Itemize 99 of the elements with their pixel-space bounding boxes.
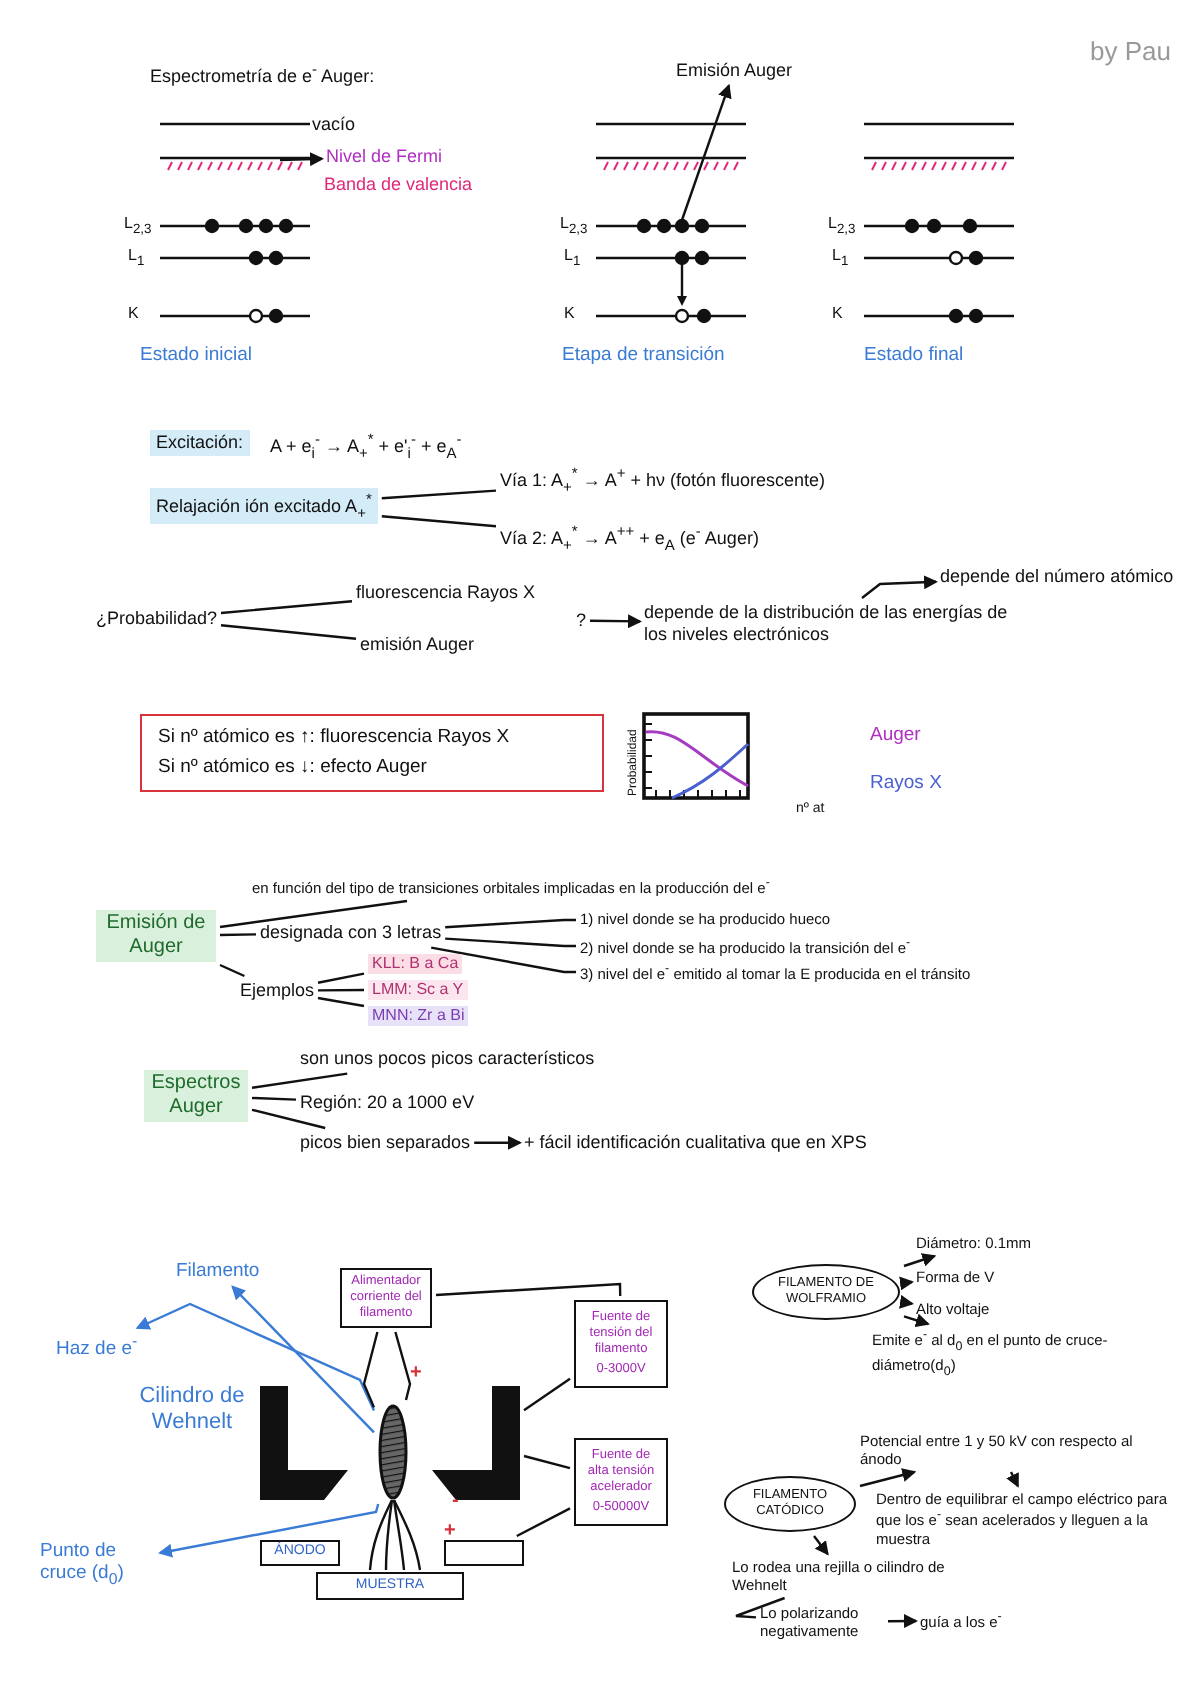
connector-line <box>523 1377 571 1412</box>
connector-line <box>362 1331 379 1408</box>
box-label: Si nº atómico es ↑: fluorescencia Rayos X <box>158 726 512 749</box>
filament-coil <box>378 1404 408 1500</box>
connector-line <box>251 1072 348 1089</box>
wehnelt-block <box>260 1386 348 1500</box>
arrow <box>859 1468 917 1488</box>
connector-line <box>381 489 497 500</box>
connector-line <box>318 988 364 992</box>
connector-line <box>317 996 365 1008</box>
connector-line <box>219 963 245 978</box>
legend-text: Rayos X <box>870 772 942 795</box>
level-label: K <box>564 304 575 324</box>
box-label: Si nº atómico es ↓: efecto Auger <box>158 756 429 780</box>
branch-text: Región: 20 a 1000 eV <box>300 1092 475 1114</box>
arrow <box>903 1253 937 1268</box>
connector-line <box>251 1096 297 1101</box>
callout-text: Cilindro de Wehnelt <box>137 1384 247 1437</box>
level-label: L$_{2,3}$ <box>828 214 856 240</box>
connector-line <box>219 899 408 929</box>
connector-line <box>516 1507 571 1538</box>
anode-plate <box>260 1540 340 1566</box>
level-label: Banda de valencia <box>324 174 473 196</box>
topic-ellipse <box>724 1476 856 1532</box>
highlighted-text: Excitación: <box>150 430 250 456</box>
highlighted-text: Espectros Auger <box>144 1070 248 1122</box>
arrow <box>135 1302 376 1412</box>
legend-text: Auger <box>870 724 921 747</box>
arrow <box>899 1294 914 1309</box>
power-supply-box <box>574 1438 668 1526</box>
connector-line <box>220 624 357 640</box>
branch-text: son unos pocos picos característicos <box>300 1048 595 1070</box>
power-supply-box <box>574 1300 668 1388</box>
callout-text: Haz de e$^{-}$ <box>56 1332 138 1362</box>
arrow <box>590 614 642 629</box>
branch-text: depende de la distribución de las energías de los niveles electrónicos <box>644 602 1014 646</box>
polarity-sign: + <box>410 1362 422 1386</box>
arrow <box>813 1535 829 1556</box>
arrow <box>861 575 938 599</box>
branch-text: emisión Auger <box>360 634 475 656</box>
annotation-text: Emisión Auger <box>676 60 793 82</box>
anode-plate <box>444 1540 524 1566</box>
arrow <box>231 1285 375 1434</box>
arrow <box>279 152 324 167</box>
note-box <box>140 714 604 792</box>
highlighted-text: LMM: Sc a Y <box>368 980 468 1000</box>
branch-text: ¿Probabilidad? <box>96 608 218 630</box>
connector-line <box>220 600 353 615</box>
connector-line <box>445 918 576 929</box>
branch-text: depende del número atómico <box>940 566 1174 588</box>
branch-text: Vía 1: A$_{+}$$^{*}$ → A$^{+}$ + hν (fotón fluorescente) <box>500 464 826 496</box>
highlighted-text: MNN: Zr a Bi <box>368 1006 469 1026</box>
callout-text: Filamento <box>176 1260 260 1283</box>
topic-ellipse <box>752 1264 900 1320</box>
connector-line <box>523 1454 571 1470</box>
level-label: L$_{1}$ <box>564 246 581 272</box>
branch-text: Ejemplos <box>240 980 315 1002</box>
connector-line <box>317 972 365 984</box>
branch-text: designada con 3 letras <box>260 922 442 944</box>
caption-text: Etapa de transición <box>562 344 725 367</box>
level-label: L$_{2,3}$ <box>560 214 588 240</box>
question-mark-text: ? <box>576 610 587 632</box>
level-label: vacío <box>312 114 356 136</box>
caption-text: Estado inicial <box>140 344 252 367</box>
polarity-sign: - <box>452 1490 459 1514</box>
branch-text: Vía 2: A$_{+}$$^{*}$ → A$^{++}$ + e$_{A}$ (e$^{-}$ Auger) <box>500 522 759 554</box>
branch-text: fluorescencia Rayos X <box>356 582 536 604</box>
connector-line <box>219 933 257 937</box>
branch-text: picos bien separados <box>300 1132 471 1154</box>
connector-line <box>445 937 576 948</box>
level-label: K <box>832 304 843 324</box>
arrow <box>903 1313 930 1328</box>
connector-line <box>251 1108 326 1130</box>
connector-line <box>381 515 497 528</box>
polarity-sign: + <box>444 1520 456 1544</box>
connector-line <box>431 946 576 974</box>
arrow <box>1006 1471 1019 1488</box>
arrow <box>680 83 732 221</box>
highlighted-text: Emisión de Auger <box>96 910 216 962</box>
connector-line <box>734 1596 785 1619</box>
arrow <box>888 1614 918 1629</box>
wehnelt-block <box>432 1386 520 1500</box>
arrow <box>899 1276 914 1291</box>
annotation-text: Nivel de Fermi <box>326 146 443 168</box>
caption-text: Estado final <box>864 344 964 367</box>
title-text: Espectrometría de e$^{-}$ Auger: <box>150 60 375 88</box>
arrow <box>158 1503 380 1558</box>
branch-text: + fácil identificación cualitativa que en XPS <box>524 1132 867 1154</box>
connector-line <box>435 1282 622 1297</box>
callout-text: Punto de cruce (d$_{0}$) <box>40 1540 156 1590</box>
connector-line <box>394 1331 412 1401</box>
level-label: K <box>128 304 139 324</box>
signature-text: by Pau <box>1090 36 1171 68</box>
level-label: L$_{1}$ <box>832 246 849 272</box>
highlighted-text: KLL: B a Ca <box>368 954 463 974</box>
sample-holder <box>316 1572 464 1600</box>
level-label: L$_{2,3}$ <box>124 214 152 240</box>
arrow <box>474 1135 522 1150</box>
level-label: L$_{1}$ <box>128 246 145 272</box>
